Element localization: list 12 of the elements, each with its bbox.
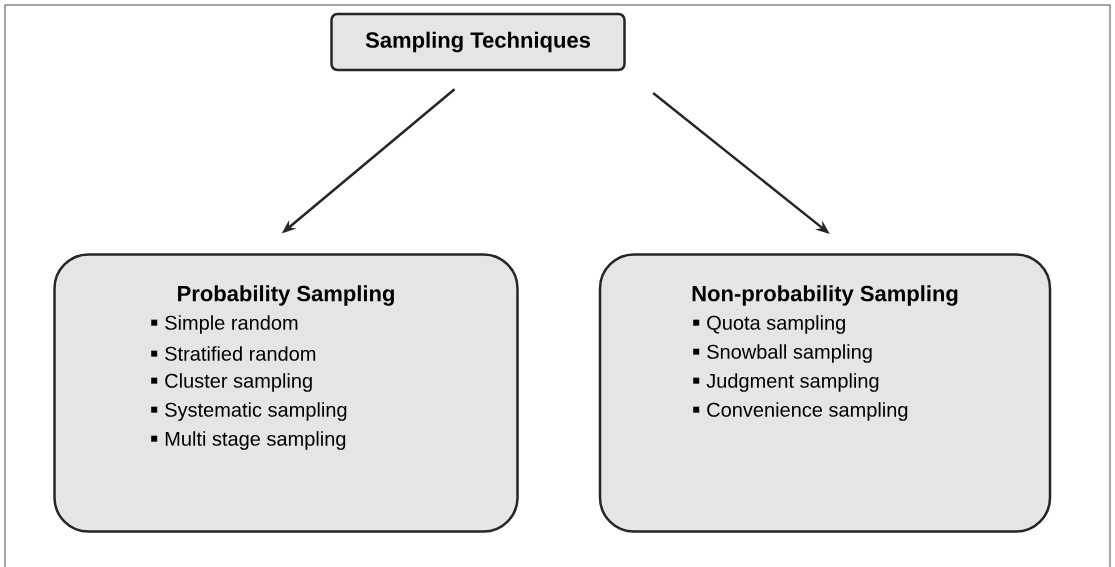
list-item: Cluster sampling xyxy=(151,373,312,392)
list-item: Stratified random xyxy=(151,346,316,361)
heading: Non-probability Sampling xyxy=(692,285,958,306)
list-item: Multi stage sampling xyxy=(151,431,346,450)
list-item: Snowball sampling xyxy=(693,344,872,363)
heading: Probability Sampling xyxy=(178,285,394,306)
list-item: Convenience sampling xyxy=(693,402,908,421)
list-item: Judgment sampling xyxy=(693,373,879,392)
list-item: Simple random xyxy=(151,315,298,334)
list-item: Systematic sampling xyxy=(151,402,347,421)
list-item: Quota sampling xyxy=(693,315,845,334)
title-box: Sampling Techniques xyxy=(330,12,626,72)
